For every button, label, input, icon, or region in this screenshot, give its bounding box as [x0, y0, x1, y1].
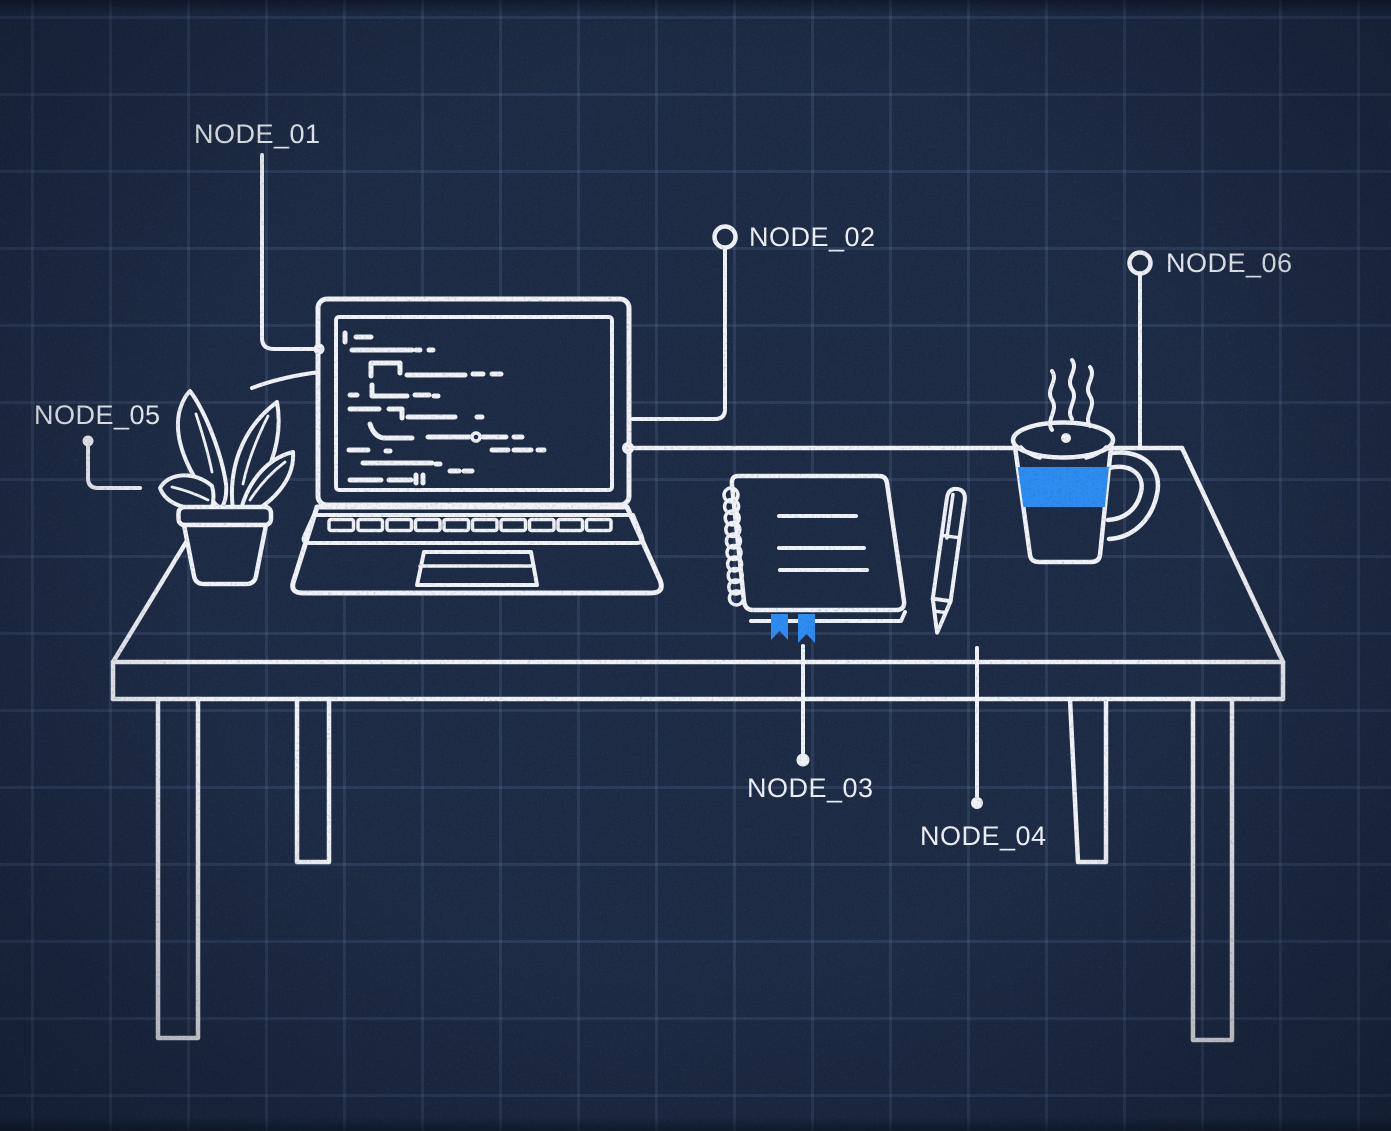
blueprint-desk-illustration: NODE_01 NODE_02 NODE_03 NODE_04 NODE_05 …	[0, 0, 1391, 1131]
speckle-texture	[0, 0, 1391, 1131]
desk-line-art-canvas: NODE_01 NODE_02 NODE_03 NODE_04 NODE_05 …	[0, 0, 1391, 1131]
